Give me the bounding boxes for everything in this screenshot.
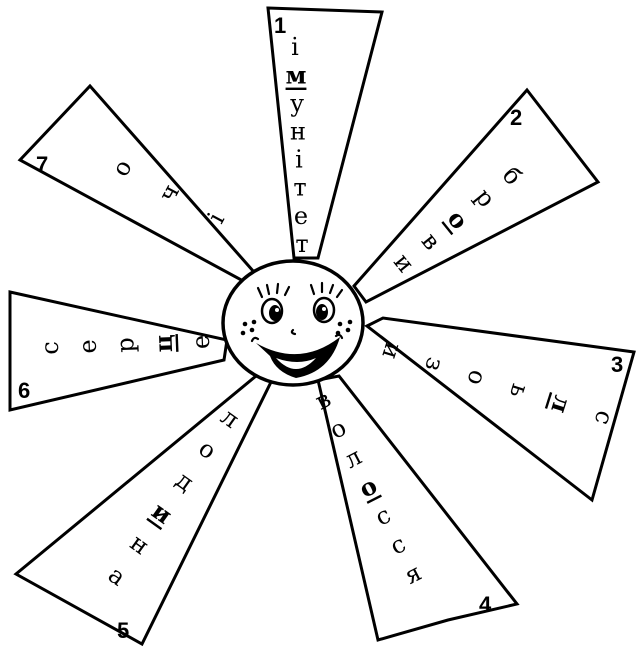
ray-letter: і: [295, 146, 303, 174]
ray-1-shape: [268, 8, 382, 258]
ray-number: 7: [36, 152, 48, 177]
ray-letter: і: [291, 33, 299, 61]
ray-letter: е: [74, 339, 103, 354]
ray-letter: е: [187, 334, 216, 349]
ray-number: 1: [274, 13, 286, 38]
ray-number: 4: [479, 592, 492, 617]
ray-letter: у: [290, 89, 304, 117]
ray-number: 3: [611, 352, 623, 377]
ray-letter: с: [36, 341, 65, 356]
ray-number: 5: [117, 618, 129, 643]
ray-number: 6: [18, 378, 30, 403]
ray-7-shape: [20, 86, 254, 282]
ray-letter: ц: [148, 334, 178, 353]
ray-letter: м: [286, 61, 307, 90]
ray-letter: т: [293, 174, 306, 202]
smiling-sun-face-icon: [223, 261, 363, 385]
ray-letter: р: [111, 337, 140, 353]
ray-letter: т: [295, 230, 308, 258]
ray-letter: е: [294, 202, 308, 230]
ray-number: 2: [510, 105, 522, 130]
ray-letter: н: [290, 117, 306, 145]
